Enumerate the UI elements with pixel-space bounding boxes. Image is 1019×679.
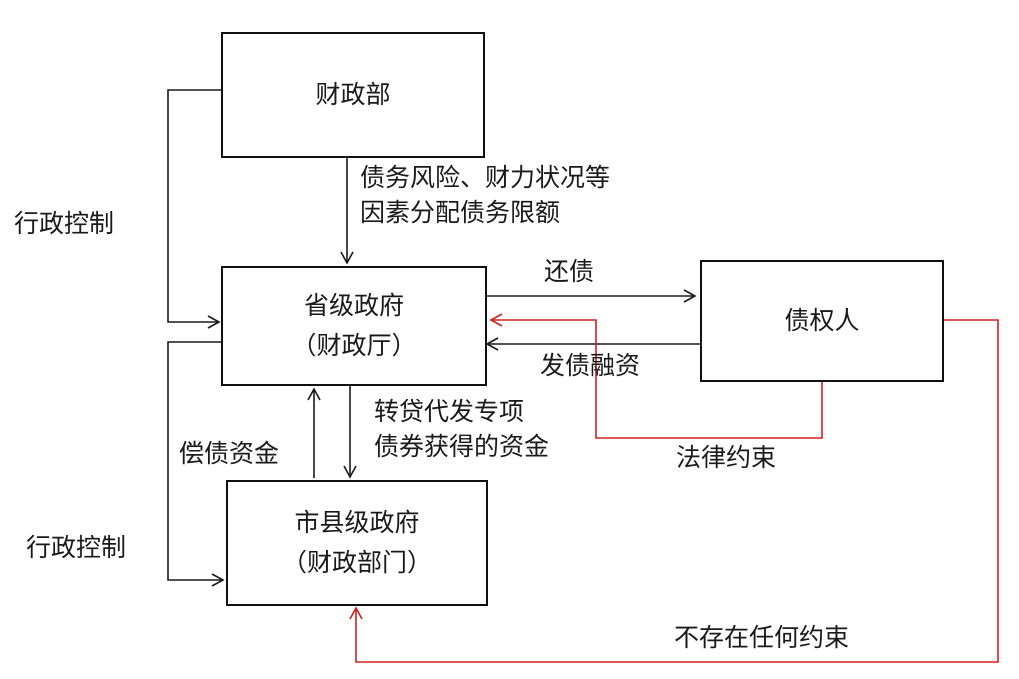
node-city-county-government: 市县级政府 （财政部门） (226, 480, 488, 606)
node-label: 债权人 (784, 306, 860, 335)
label-repay-funds: 偿债资金 (179, 439, 280, 468)
node-provincial-government: 省级政府 （财政厅） (221, 266, 487, 386)
label-admin-control-bottom: 行政控制 (26, 533, 127, 562)
node-sublabel: （财政厅） (291, 331, 417, 360)
label-quota-line2: 因素分配债务限额 (360, 198, 561, 227)
label-quota: 债务风险、财力状况等 因素分配债务限额 (360, 160, 610, 230)
admin-control-arrow-bottom (167, 341, 225, 587)
admin-control-arrow-top (167, 89, 221, 329)
node-creditor: 债权人 (700, 260, 944, 382)
label-quota-line1: 债务风险、财力状况等 (360, 163, 611, 192)
node-label: 财政部 (315, 80, 391, 109)
label-legal-constraint: 法律约束 (676, 443, 777, 472)
label-onlend-line2: 债券获得的资金 (374, 432, 550, 461)
node-label: 市县级政府 (294, 508, 420, 537)
no-constraint-arrow (349, 319, 999, 663)
legal-constraint-arrow (489, 313, 823, 439)
node-ministry-of-finance: 财政部 (221, 32, 485, 158)
label-onlend-line1: 转贷代发专项 (374, 397, 525, 426)
node-sublabel: （财政部门） (281, 548, 432, 577)
label-admin-control-top: 行政控制 (14, 209, 115, 238)
label-onlend: 转贷代发专项 债券获得的资金 (374, 394, 549, 464)
label-issue-debt: 发债融资 (540, 351, 641, 380)
label-repay: 还债 (544, 257, 595, 286)
node-label: 省级政府 (303, 291, 404, 320)
label-no-constraint: 不存在任何约束 (674, 623, 850, 652)
